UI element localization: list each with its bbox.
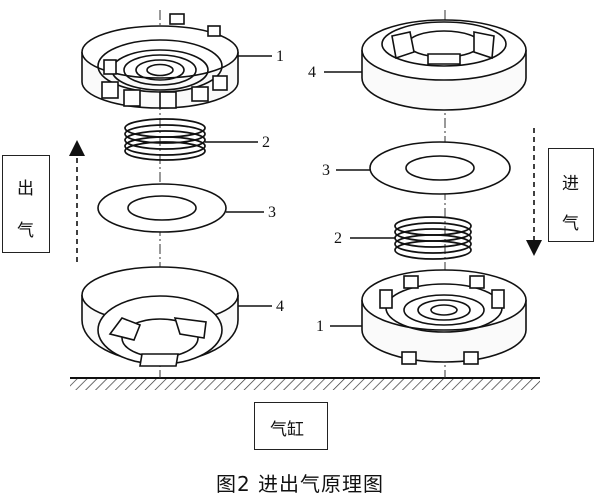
figure-caption: 图2 进出气原理图: [215, 472, 385, 496]
right-valve-seat-part1: [361, 269, 527, 365]
exhaust-char2: 气: [17, 221, 34, 241]
left-spring-part2: [124, 118, 206, 161]
exhaust-label-box: 出 气: [2, 155, 50, 253]
exhaust-char1: 出: [17, 179, 34, 199]
intake-char2: 气: [562, 214, 579, 234]
intake-char1: 进: [562, 174, 579, 194]
right-washer-part3: [369, 141, 511, 195]
cylinder-ground: [70, 377, 540, 390]
label-right-part3: 3: [322, 162, 330, 179]
label-left-part1: 1: [276, 48, 284, 65]
label-left-part4: 4: [276, 298, 284, 315]
left-washer-part3: [97, 183, 227, 233]
intake-label-box: 进 气: [548, 148, 594, 242]
right-spring-part2: [394, 216, 472, 260]
label-right-part1: 1: [316, 318, 324, 335]
left-valve-cap-part4: [81, 266, 239, 367]
right-valve-cap-part4: [361, 19, 527, 111]
label-left-part2: 2: [262, 134, 270, 151]
cylinder-label-box: 气缸: [254, 402, 328, 450]
label-right-part2: 2: [334, 230, 342, 247]
cylinder-label: 气缸: [270, 420, 304, 440]
left-valve-seat-part1: [81, 13, 239, 109]
label-right-part4: 4: [308, 64, 316, 81]
label-left-part3: 3: [268, 204, 276, 221]
